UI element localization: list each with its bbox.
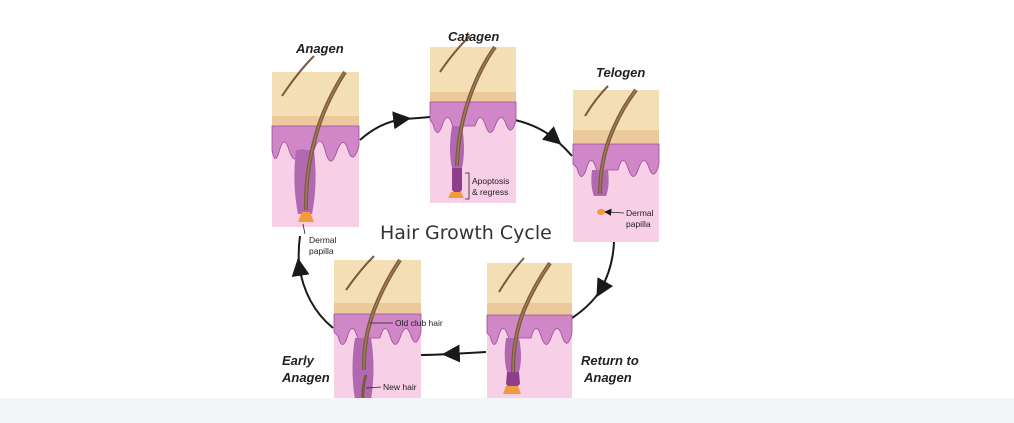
arrow-anagen-to-catagen	[359, 111, 412, 141]
telogen-papilla-leader	[604, 208, 625, 216]
arrow-return-to-early-tail	[419, 353, 450, 356]
arrow-telogen-to-return-tail	[571, 290, 601, 319]
telogen-papilla-label-1: Dermal	[626, 208, 654, 218]
stage-label-return-anagen: Anagen	[584, 370, 632, 385]
stage-label-early: Early	[282, 353, 314, 368]
panel-return-to-anagen	[486, 257, 573, 417]
arrow-catagen-to-telogen-tail	[555, 139, 573, 157]
anagen-papilla-label-2: papilla	[309, 246, 334, 256]
panel-telogen	[572, 85, 660, 242]
arrow-catagen-to-telogen-start	[403, 116, 431, 120]
telogen-papilla-label-2: papilla	[626, 219, 651, 229]
cycle-arrows	[291, 111, 615, 363]
arrow-return-to-early	[441, 344, 487, 363]
diagram-title: Hair Growth Cycle	[380, 222, 552, 244]
stage-label-catagen: Catagen	[448, 29, 500, 44]
new-hair-leader	[365, 386, 382, 389]
new-hair-label: New hair	[383, 382, 417, 392]
catagen-apoptosis-label-1: Apoptosis	[472, 176, 509, 186]
stage-label-return-to: Return to	[581, 353, 639, 368]
stage-label-telogen: Telogen	[596, 65, 646, 80]
arrow-catagen-to-telogen	[514, 119, 562, 145]
arrow-early-to-anagen-tail	[297, 235, 301, 266]
arrow-early-to-anagen	[291, 257, 334, 329]
stage-label-early-anagen: Anagen	[282, 370, 330, 385]
stage-label-anagen: Anagen	[296, 41, 344, 56]
anagen-papilla-label-1: Dermal	[309, 235, 337, 245]
anagen-papilla-leader	[302, 223, 306, 235]
arrow-telogen-to-return	[596, 241, 615, 298]
panel-early-anagen	[333, 255, 422, 413]
catagen-bracket	[465, 172, 470, 200]
panel-catagen	[429, 35, 517, 203]
panel-anagen	[271, 55, 360, 235]
catagen-apoptosis-label-2: & regress	[472, 187, 508, 197]
bottom-band	[0, 398, 1014, 423]
old-club-hair-label: Old club hair	[395, 318, 443, 328]
